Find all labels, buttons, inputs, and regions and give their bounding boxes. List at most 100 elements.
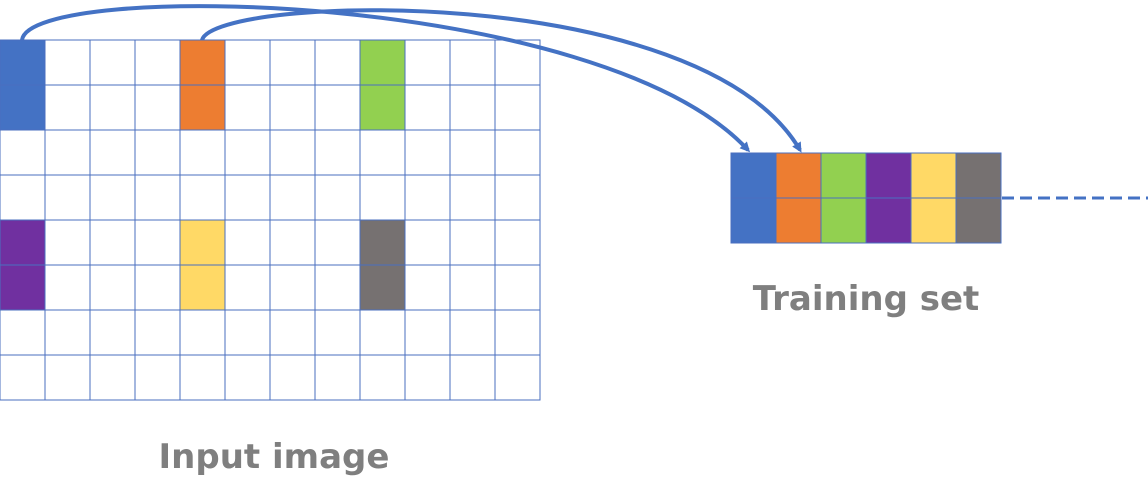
input-cell <box>494 84 541 131</box>
input-cell-gray <box>359 219 406 266</box>
input-cell <box>404 39 451 86</box>
input-cell <box>269 84 316 131</box>
input-cell <box>404 129 451 176</box>
input-cell <box>404 354 451 401</box>
input-cell <box>449 84 496 131</box>
input-cell <box>359 174 406 221</box>
input-cell <box>134 264 181 311</box>
input-cell <box>449 39 496 86</box>
input-cell <box>269 354 316 401</box>
input-cell <box>269 39 316 86</box>
input-cell <box>179 354 226 401</box>
input-cell <box>359 309 406 356</box>
input-cell <box>134 174 181 221</box>
input-image-grid <box>0 39 541 401</box>
input-cell <box>269 309 316 356</box>
input-cell-yellow <box>179 219 226 266</box>
input-cell <box>224 309 271 356</box>
input-cell <box>89 354 136 401</box>
input-cell <box>404 264 451 311</box>
input-cell <box>44 129 91 176</box>
input-cell <box>494 354 541 401</box>
input-cell-orange <box>179 84 226 131</box>
input-cell <box>269 129 316 176</box>
training-cell-blue <box>730 197 777 244</box>
input-cell <box>44 174 91 221</box>
input-cell <box>44 264 91 311</box>
input-cell <box>494 174 541 221</box>
input-cell <box>494 129 541 176</box>
input-cell <box>0 129 46 176</box>
input-cell <box>44 84 91 131</box>
training-set-label: Training set <box>753 279 980 319</box>
input-cell <box>224 354 271 401</box>
input-cell <box>89 174 136 221</box>
input-cell <box>0 354 46 401</box>
input-cell <box>494 219 541 266</box>
arrow-orange-to-training <box>200 8 802 153</box>
input-cell <box>269 174 316 221</box>
input-cell <box>494 264 541 311</box>
input-cell <box>269 219 316 266</box>
input-cell-gray <box>359 264 406 311</box>
training-cell-green <box>820 152 867 199</box>
training-cell-purple <box>865 152 912 199</box>
input-cell <box>134 309 181 356</box>
input-cell <box>359 354 406 401</box>
input-cell <box>89 219 136 266</box>
input-cell <box>134 219 181 266</box>
input-cell <box>404 84 451 131</box>
input-cell <box>314 39 361 86</box>
input-cell <box>449 354 496 401</box>
input-cell-purple <box>0 264 46 311</box>
input-cell <box>314 84 361 131</box>
input-cell <box>134 129 181 176</box>
training-cell-gray <box>955 197 1002 244</box>
input-cell <box>0 174 46 221</box>
training-cell-yellow <box>910 197 957 244</box>
input-cell <box>314 219 361 266</box>
input-cell <box>314 354 361 401</box>
input-cell <box>404 174 451 221</box>
input-cell <box>224 129 271 176</box>
input-cell <box>89 129 136 176</box>
input-cell-yellow <box>179 264 226 311</box>
input-cell <box>494 309 541 356</box>
input-cell <box>269 264 316 311</box>
input-cell <box>179 129 226 176</box>
input-cell-purple <box>0 219 46 266</box>
input-cell <box>134 354 181 401</box>
input-cell-blue <box>0 39 46 86</box>
input-cell-green <box>359 84 406 131</box>
input-cell <box>89 84 136 131</box>
training-cell-green <box>820 197 867 244</box>
input-cell <box>449 219 496 266</box>
input-cell <box>449 129 496 176</box>
input-cell <box>314 129 361 176</box>
input-cell <box>224 219 271 266</box>
training-cell-gray <box>955 152 1002 199</box>
input-cell <box>449 264 496 311</box>
input-cell <box>224 84 271 131</box>
input-cell <box>44 39 91 86</box>
input-cell <box>134 84 181 131</box>
input-cell <box>449 174 496 221</box>
input-cell <box>89 309 136 356</box>
input-cell <box>314 309 361 356</box>
training-cell-yellow <box>910 152 957 199</box>
training-cell-blue <box>730 152 777 199</box>
input-cell <box>404 219 451 266</box>
input-cell <box>404 309 451 356</box>
input-cell <box>134 39 181 86</box>
input-cell <box>314 174 361 221</box>
training-cell-orange <box>775 152 822 199</box>
input-cell <box>359 129 406 176</box>
input-cell <box>89 39 136 86</box>
input-cell <box>44 309 91 356</box>
training-cell-orange <box>775 197 822 244</box>
input-cell-blue <box>0 84 46 131</box>
input-cell <box>179 174 226 221</box>
input-cell <box>224 174 271 221</box>
input-cell-orange <box>179 39 226 86</box>
